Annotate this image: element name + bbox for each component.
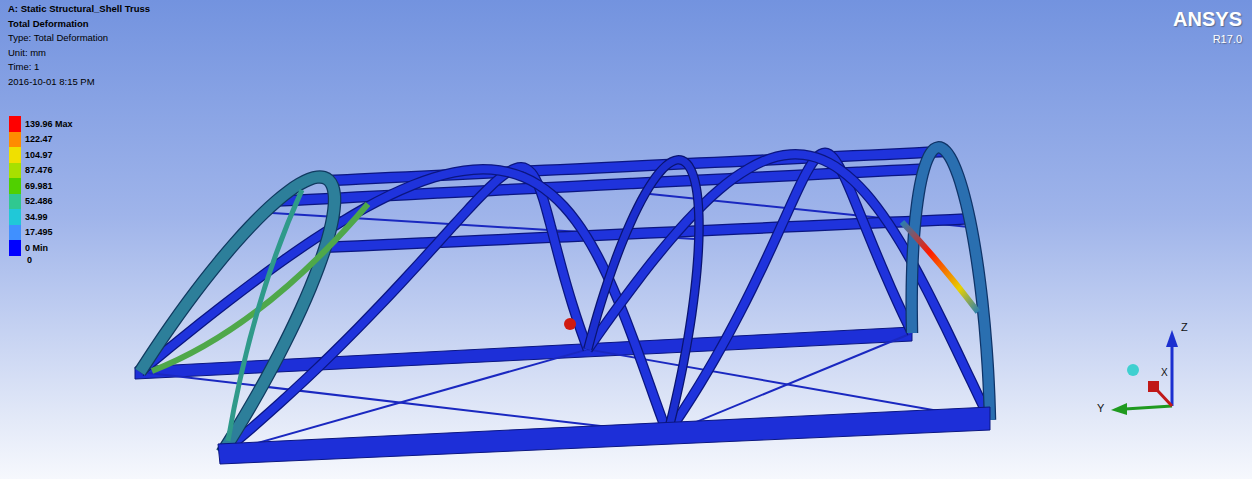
result-title: A: Static Structural_Shell Truss (8, 3, 150, 15)
legend-swatch (9, 209, 21, 225)
cross-arch (140, 169, 667, 434)
legend-value: 139.96 Max (25, 119, 73, 129)
y-arrowhead (1111, 403, 1127, 415)
legend-swatch (9, 132, 21, 148)
legend-value: 0 Min (25, 243, 48, 253)
legend-swatch (9, 116, 21, 132)
legend-swatch (9, 225, 21, 241)
legend-row: 34.99 (9, 209, 73, 225)
date-stamp: 2016-10-01 8:15 PM (8, 76, 95, 88)
unit-note: Unit: mm (8, 47, 46, 59)
x-cube (1148, 381, 1159, 392)
cross-arch (222, 167, 588, 453)
origin-ball (1127, 364, 1139, 376)
legend-row: 0 Min (9, 240, 73, 256)
axis-label: Y (1097, 401, 1104, 415)
end-frame-edge (912, 147, 990, 420)
legend-value: 69.981 (25, 181, 53, 191)
result-type: Type: Total Deformation (8, 32, 108, 44)
legend-swatch (9, 178, 21, 194)
legend-value: 104.97 (25, 150, 53, 160)
cross-arch-edge (222, 167, 588, 453)
legend-row: 52.486 (9, 194, 73, 210)
time-note: Time: 1 (8, 61, 39, 73)
middle-frame-edge (588, 160, 699, 434)
legend-row: 139.96 Max (9, 116, 73, 132)
legend-value: 52.486 (25, 196, 53, 206)
deformed-member (902, 222, 978, 312)
end-frame (140, 177, 335, 453)
axis-label: Z (1181, 320, 1188, 334)
top-beam-edge (277, 169, 924, 201)
deformed-member (228, 190, 302, 441)
cross-arch (667, 153, 912, 434)
legend-value: 34.99 (25, 212, 48, 222)
version-text: R17.0 (1213, 32, 1242, 46)
legend-swatch (9, 147, 21, 163)
legend-row: 104.97 (9, 147, 73, 163)
z-arrowhead (1166, 330, 1178, 347)
middle-frame (588, 160, 699, 434)
load-marker (564, 318, 576, 330)
result-heading: Total Deformation (8, 18, 89, 30)
legend-value: 87.476 (25, 165, 53, 175)
brace-rod (140, 372, 667, 434)
legend-swatch (9, 194, 21, 210)
legend-row: 87.476 (9, 163, 73, 179)
logo-text: ANSYS (1173, 8, 1242, 31)
truss-geometry (135, 147, 990, 464)
deformed-member (152, 204, 368, 371)
axis-label: X (1161, 366, 1168, 379)
legend-row: 122.47 (9, 132, 73, 148)
axis-triad (1111, 330, 1178, 415)
front-rail (218, 407, 990, 464)
legend-value: 122.47 (25, 134, 53, 144)
y-axis (1125, 406, 1172, 409)
cross-arch-edge (667, 153, 912, 434)
legend-swatch (9, 240, 21, 256)
end-frame-edge (140, 177, 335, 453)
top-beam (277, 169, 924, 201)
legend-value: 17.495 (25, 227, 53, 237)
legend-swatch (9, 163, 21, 179)
color-legend: 139.96 Max 122.47 104.97 87.476 69.981 52.486… (9, 116, 73, 256)
legend-floor: 0 (27, 254, 32, 266)
end-frame (912, 147, 990, 420)
legend-row: 17.495 (9, 225, 73, 241)
z-axis (1171, 345, 1174, 406)
legend-row: 69.981 (9, 178, 73, 194)
cross-arch-edge (140, 169, 667, 434)
